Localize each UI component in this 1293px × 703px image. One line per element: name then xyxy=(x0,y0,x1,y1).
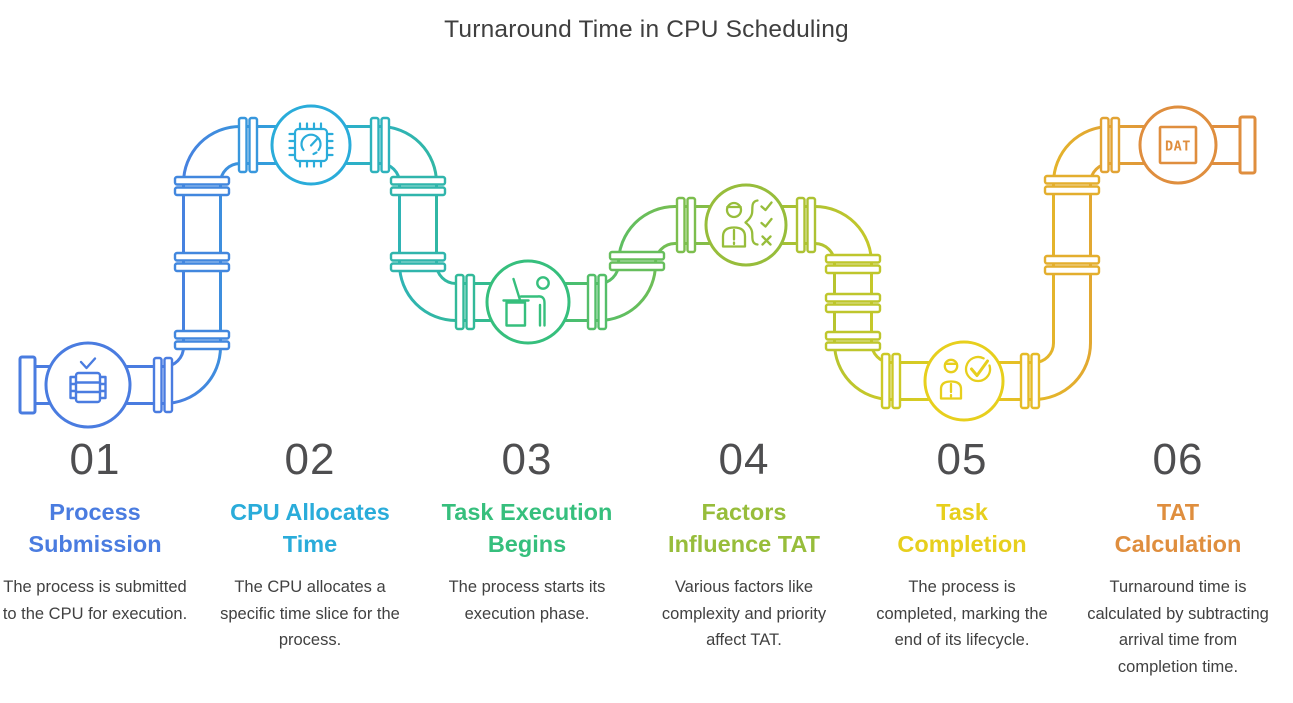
pipe-end-cap-right xyxy=(1238,115,1257,175)
person-checklist-icon xyxy=(721,199,773,248)
step-description: The process starts its execution phase. xyxy=(448,578,606,623)
pipe-flange xyxy=(1043,254,1101,276)
station-circle-4 xyxy=(704,183,788,267)
server-check-icon xyxy=(69,357,107,404)
pipe-flange xyxy=(173,251,231,273)
step-description: The process is submitted to the CPU for … xyxy=(2,578,188,623)
step-number: 05 xyxy=(936,435,988,484)
step-column-3: 03 Task Execution Begins The process sta… xyxy=(422,436,632,627)
pipe-flange xyxy=(454,273,476,331)
step-title-line1: Task Execution xyxy=(441,499,613,525)
step-title: CPU Allocates Time xyxy=(205,497,415,560)
step-title-line2: Influence TAT xyxy=(668,530,820,557)
pipe-flange xyxy=(824,330,882,352)
step-title-line1: CPU Allocates xyxy=(230,499,390,525)
step-description: Turnaround time is calculated by subtrac… xyxy=(1087,578,1269,676)
step-title-line1: Factors xyxy=(701,499,787,525)
pipe-flange xyxy=(880,352,902,410)
station-circle-1 xyxy=(44,341,132,429)
pipe-flange xyxy=(173,329,231,351)
step-title-line2: Begins xyxy=(487,530,567,557)
step-title-line2: Submission xyxy=(28,530,162,557)
step-number: 04 xyxy=(718,435,770,484)
pipe-flange xyxy=(173,175,231,197)
pipe-flange xyxy=(369,116,391,174)
pipe-flange xyxy=(237,116,259,174)
step-column-1: 01 Process Submission The process is sub… xyxy=(0,436,200,627)
step-title: Task Execution Begins xyxy=(422,497,632,560)
dat-meter-icon xyxy=(1158,125,1198,165)
pipe-flange xyxy=(389,175,447,197)
step-number: 06 xyxy=(1152,435,1204,484)
step-number: 03 xyxy=(501,435,553,484)
step-title-line2: Completion xyxy=(897,530,1027,557)
pipe-flange xyxy=(1019,352,1041,410)
pipe-flange xyxy=(1099,116,1121,174)
step-title: Process Submission xyxy=(0,497,200,560)
step-column-4: 04 Factors Influence TAT Various factors… xyxy=(639,436,849,654)
step-column-6: 06 TAT Calculation Turnaround time is ca… xyxy=(1073,436,1283,680)
person-desk-icon xyxy=(502,276,550,327)
pipe-end-cap-left xyxy=(18,355,37,415)
step-title-line2: Time xyxy=(282,530,338,557)
pipe-flange xyxy=(152,356,174,414)
pipe-flange xyxy=(1043,174,1101,196)
dat-meter-label: DAT xyxy=(1165,139,1191,155)
station-circle-6 xyxy=(1138,105,1218,185)
step-description: The process is completed, marking the en… xyxy=(876,578,1048,649)
pipe-flange xyxy=(675,196,697,254)
page-title: Turnaround Time in CPU Scheduling xyxy=(444,16,849,43)
step-column-5: 05 Task Completion The process is comple… xyxy=(857,436,1067,654)
step-title-line1: TAT xyxy=(1156,499,1200,525)
station-circle-3 xyxy=(485,259,571,345)
pipe-flange xyxy=(608,250,666,272)
step-title: Task Completion xyxy=(857,497,1067,560)
cpu-chip-icon xyxy=(288,122,334,168)
step-column-2: 02 CPU Allocates Time The CPU allocates … xyxy=(205,436,415,654)
step-description: The CPU allocates a specific time slice … xyxy=(220,578,400,649)
pipe-flange xyxy=(586,273,608,331)
station-circle-5 xyxy=(923,340,1005,422)
pipe-flange xyxy=(824,253,882,275)
step-title-line2: Calculation xyxy=(1114,530,1242,557)
step-description: Various factors like complexity and prio… xyxy=(661,578,827,649)
step-title: TAT Calculation xyxy=(1073,497,1283,560)
step-number: 01 xyxy=(69,435,121,484)
pipe-flange xyxy=(824,292,882,314)
step-title-line1: Process xyxy=(49,499,141,525)
person-checkmark-icon xyxy=(939,355,992,400)
pipe-flange xyxy=(389,251,447,273)
pipe-flange xyxy=(795,196,817,254)
step-number: 02 xyxy=(284,435,336,484)
step-title: Factors Influence TAT xyxy=(639,497,849,560)
step-title-line1: Task xyxy=(936,499,988,525)
